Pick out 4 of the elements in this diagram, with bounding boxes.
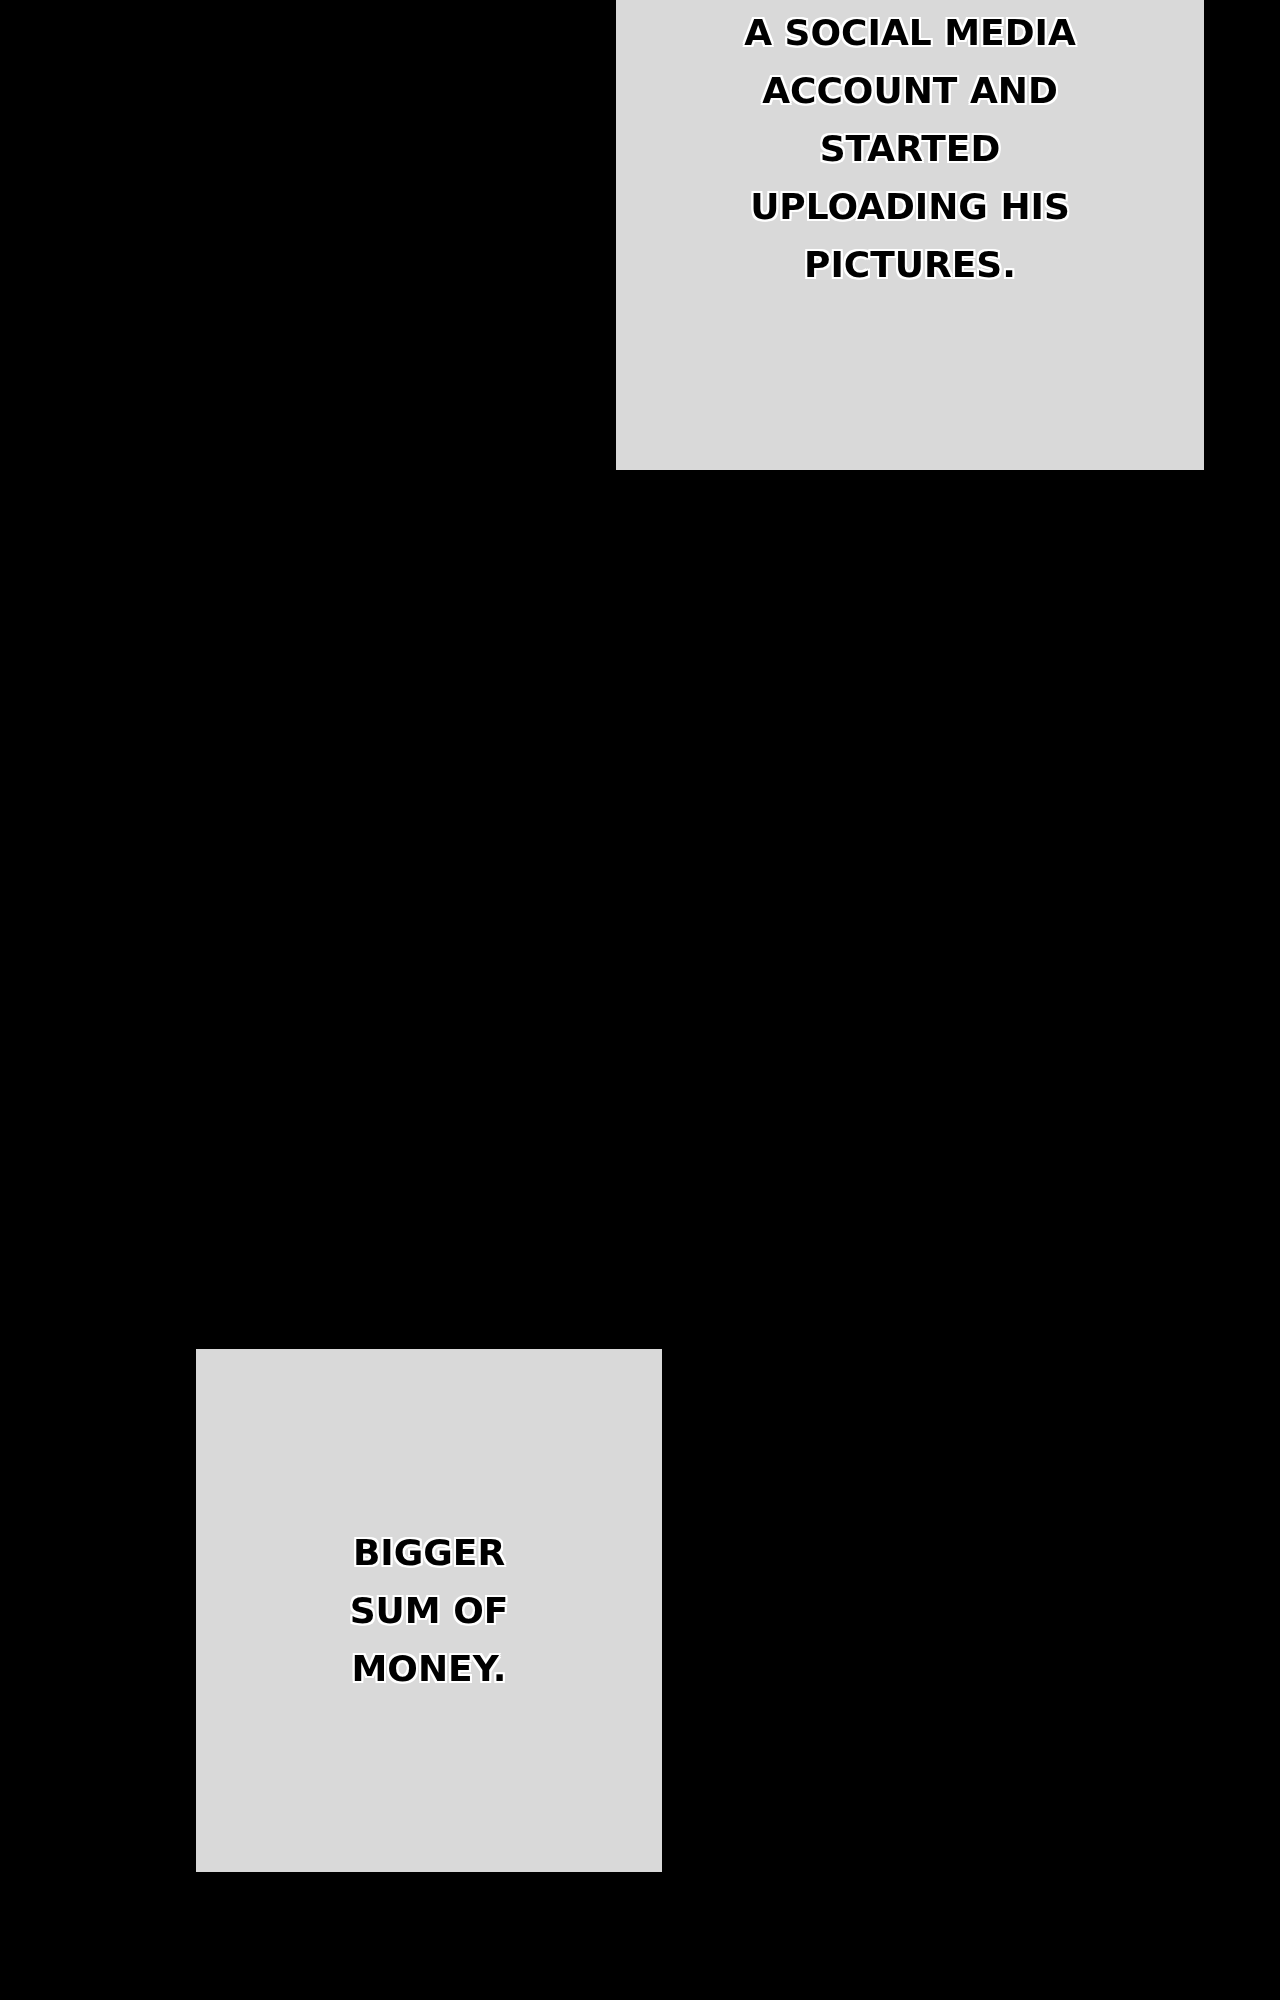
caption-text: BIGGER SUM OF MONEY.: [348, 1530, 510, 1691]
caption-panel: [196, 1349, 662, 1872]
caption-panel: [616, 0, 1204, 470]
caption-text: A SOCIAL MEDIA ACCOUNT AND STARTED UPLOADING HIS PICTURES.: [743, 11, 1077, 287]
